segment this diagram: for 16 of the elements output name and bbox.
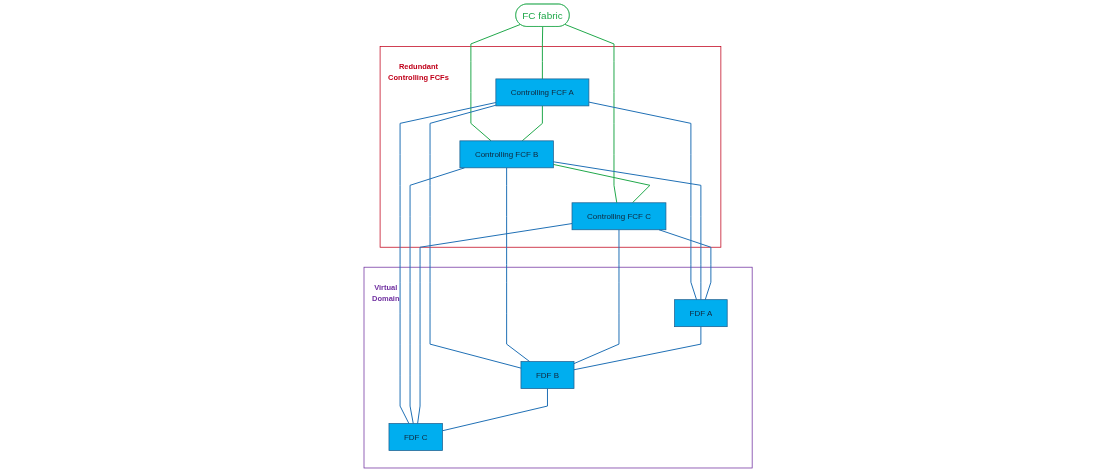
- connector: [552, 163, 651, 204]
- connector: [417, 223, 573, 425]
- connector: [658, 229, 712, 301]
- connector: [541, 26, 544, 80]
- connector: [429, 104, 522, 369]
- connector: [506, 167, 531, 363]
- connector: [409, 167, 465, 425]
- connector: [588, 101, 697, 301]
- connector: [564, 23, 618, 204]
- connector: [470, 23, 521, 142]
- connector: [573, 229, 620, 365]
- connector: [552, 161, 702, 301]
- connector: [441, 388, 548, 432]
- connector: [573, 326, 702, 371]
- connector: [399, 102, 497, 425]
- connector: [521, 105, 543, 142]
